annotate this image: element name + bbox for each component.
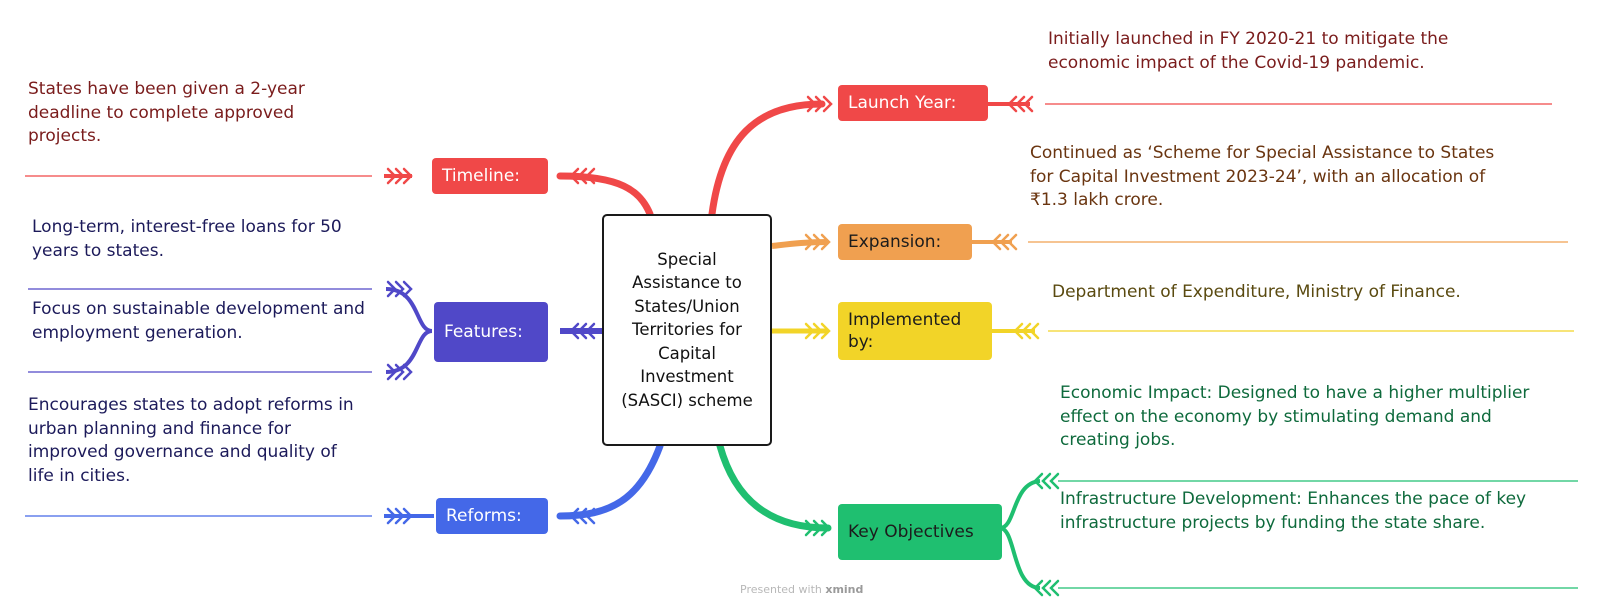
node-key-objectives-label: Key Objectives bbox=[848, 522, 974, 542]
detail-economic-impact: Economic Impact: Designed to have a high… bbox=[1060, 383, 1530, 450]
detail-launch-year: Initially launched in FY 2020-21 to miti… bbox=[1048, 29, 1449, 73]
node-features[interactable]: Features: bbox=[434, 302, 548, 362]
detail-expansion: Continued as ‘Scheme for Special Assista… bbox=[1030, 143, 1495, 210]
detail-implemented-by: Department of Expenditure, Ministry of F… bbox=[1052, 282, 1461, 302]
central-topic[interactable]: Special Assistance to States/Union Terri… bbox=[602, 214, 772, 446]
footer-prefix: Presented with bbox=[740, 583, 822, 596]
node-implemented-by[interactable]: Implemented by: bbox=[838, 302, 992, 360]
detail-features-sustainable: Focus on sustainable development and emp… bbox=[32, 299, 365, 343]
node-expansion-label: Expansion: bbox=[848, 232, 942, 252]
node-timeline-label: Timeline: bbox=[442, 166, 521, 186]
node-key-objectives[interactable]: Key Objectives bbox=[838, 504, 1002, 560]
node-launch-year[interactable]: Launch Year: bbox=[838, 85, 988, 121]
central-topic-label: Special Assistance to States/Union Terri… bbox=[621, 249, 753, 410]
footer-credit: Presented with xmind bbox=[740, 583, 863, 596]
node-timeline[interactable]: Timeline: bbox=[432, 158, 548, 194]
node-launch-year-label: Launch Year: bbox=[848, 93, 957, 113]
node-expansion[interactable]: Expansion: bbox=[838, 224, 972, 260]
detail-timeline: States have been given a 2-year deadline… bbox=[28, 79, 305, 146]
node-reforms[interactable]: Reforms: bbox=[436, 498, 548, 534]
footer-brand: xmind bbox=[825, 583, 864, 596]
detail-features-loans: Long-term, interest-free loans for 50 ye… bbox=[32, 217, 342, 261]
detail-infrastructure-development: Infrastructure Development: Enhances the… bbox=[1060, 489, 1527, 533]
node-reforms-label: Reforms: bbox=[446, 506, 522, 526]
node-features-label: Features: bbox=[444, 322, 523, 342]
detail-reforms: Encourages states to adopt reforms in ur… bbox=[28, 395, 354, 486]
node-implemented-by-label: Implemented by: bbox=[848, 310, 962, 352]
